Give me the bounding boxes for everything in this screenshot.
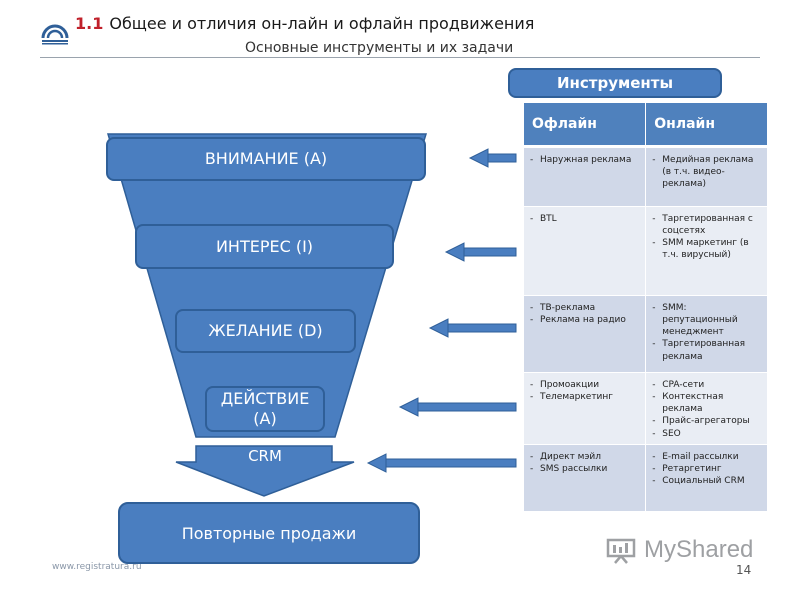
- tools-header-label: Инструменты: [556, 74, 674, 92]
- tools-header: Инструменты: [508, 68, 722, 98]
- offline-cell: Промоакции Телемаркетинг: [524, 372, 647, 445]
- list-item: Социальный CRM: [652, 475, 763, 487]
- list-item: BTL: [530, 213, 641, 225]
- offline-cell: Наружная реклама: [524, 146, 647, 207]
- offline-cell: ТВ-реклама Реклама на радио: [524, 295, 647, 373]
- list-item: Таргетированная реклама: [652, 338, 763, 362]
- online-cell: SMM: репутационный менеджмент Таргетиров…: [645, 295, 768, 373]
- table-row: Наружная реклама Медийная реклама (в т.ч…: [524, 146, 768, 207]
- online-cell: Таргетированная с соцсетях SMM маркетинг…: [645, 206, 768, 296]
- page-number: 14: [736, 563, 752, 577]
- column-header-offline: Офлайн: [524, 103, 647, 148]
- page-title: 1.1 Общее и отличия он-лайн и офлайн прод…: [75, 14, 534, 33]
- online-cell: Медийная реклама (в т.ч. видео-реклама): [645, 146, 768, 207]
- funnel-stage-attention: ВНИМАНИЕ (А): [106, 137, 426, 181]
- stage-label: ИНТЕРЕС (I): [215, 236, 314, 256]
- funnel-stage-interest: ИНТЕРЕС (I): [135, 224, 394, 269]
- tool-arrow-4: [366, 453, 517, 473]
- list-item: Реклама на радио: [530, 314, 641, 326]
- header-divider: [40, 57, 760, 58]
- repeat-sales-label: Повторные продажи: [181, 523, 357, 543]
- section-number: 1.1: [75, 14, 104, 33]
- stage-label: ЖЕЛАНИЕ (D): [208, 321, 323, 340]
- offline-cell: BTL: [524, 206, 647, 296]
- table-header-row: Офлайн Онлайн: [524, 103, 768, 148]
- page-subtitle: Основные инструменты и их задачи: [245, 40, 514, 56]
- stage-label: ДЕЙСТВИЕ (А): [220, 389, 310, 428]
- tool-arrow-3: [398, 397, 517, 417]
- funnel-stage-action: ДЕЙСТВИЕ (А): [205, 386, 325, 432]
- watermark: MyShared: [606, 536, 753, 564]
- list-item: Телемаркетинг: [530, 391, 641, 403]
- list-item: SEO: [652, 428, 763, 440]
- tool-arrow-0: [468, 148, 517, 168]
- list-item: Таргетированная с соцсетях: [652, 213, 763, 237]
- list-item: SMM маркетинг (в т.ч. вирусный): [652, 237, 763, 261]
- online-cell: CPA-сети Контекстная реклама Прайс-агрег…: [645, 372, 768, 445]
- list-item: Ретаргетинг: [652, 463, 763, 475]
- list-item: SMM: репутационный менеджмент: [652, 302, 763, 338]
- tools-table: Офлайн Онлайн Наружная реклама Медийная …: [524, 103, 768, 512]
- watermark-text: MyShared: [644, 536, 754, 563]
- crm-arrow: [175, 445, 355, 497]
- repeat-sales-box: Повторные продажи: [118, 502, 420, 564]
- table-row: ТВ-реклама Реклама на радио SMM: репутац…: [524, 295, 768, 373]
- list-item: ТВ-реклама: [530, 302, 641, 314]
- tool-arrow-2: [428, 318, 517, 338]
- tool-arrow-1: [444, 242, 517, 262]
- crm-label: CRM: [248, 447, 282, 465]
- company-logo-icon: [41, 24, 69, 45]
- list-item: SMS рассылки: [530, 463, 641, 475]
- table-row: Промоакции Телемаркетинг CPA-сети Контек…: [524, 372, 768, 445]
- list-item: Контекстная реклама: [652, 391, 763, 415]
- funnel-body: [107, 133, 428, 438]
- list-item: Прайс-агрегаторы: [652, 415, 763, 427]
- list-item: Наружная реклама: [530, 154, 641, 166]
- funnel-stage-desire: ЖЕЛАНИЕ (D): [175, 309, 356, 353]
- table-row: Директ мэйл SMS рассылки E-mail рассылки…: [524, 444, 768, 512]
- offline-cell: Директ мэйл SMS рассылки: [524, 444, 647, 512]
- column-header-online: Онлайн: [645, 103, 768, 148]
- list-item: Директ мэйл: [530, 451, 641, 463]
- table-row: BTL Таргетированная с соцсетях SMM марке…: [524, 206, 768, 296]
- list-item: Промоакции: [530, 379, 641, 391]
- stage-label: ВНИМАНИЕ (А): [204, 149, 328, 168]
- online-cell: E-mail рассылки Ретаргетинг Социальный C…: [645, 444, 768, 512]
- footer-url: www.registratura.ru: [52, 562, 142, 572]
- list-item: E-mail рассылки: [652, 451, 763, 463]
- list-item: Медийная реклама (в т.ч. видео-реклама): [652, 154, 763, 190]
- title-text: Общее и отличия он-лайн и офлайн продвиж…: [109, 14, 535, 33]
- presentation-board-icon: [606, 538, 636, 564]
- list-item: CPA-сети: [652, 379, 763, 391]
